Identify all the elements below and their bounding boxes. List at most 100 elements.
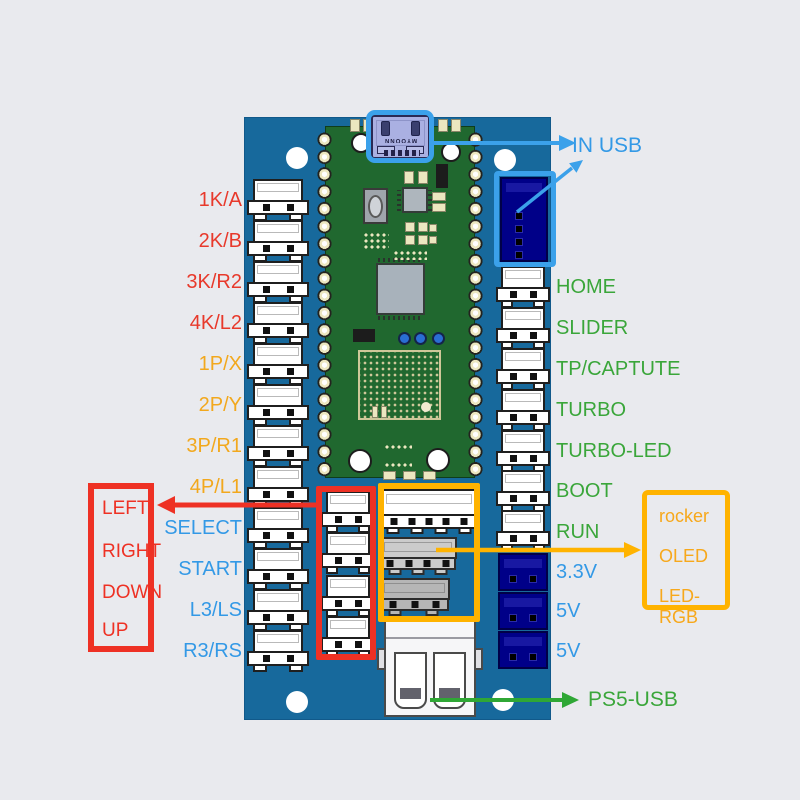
connector-5v-2	[498, 631, 548, 669]
highlight-box-in-usb	[366, 110, 434, 163]
smd-component	[429, 224, 437, 232]
label-in-usb: IN USB	[572, 134, 643, 157]
label-turbo-led: TURBO-LED	[556, 440, 672, 462]
smd-component	[418, 171, 428, 184]
peripherals-legend: rocker OLED LED-RGB	[642, 490, 730, 627]
label-run: RUN	[556, 521, 600, 543]
castellated-pads-left	[316, 131, 333, 478]
smd-component	[353, 329, 375, 342]
label-1p-x: 1P/X	[198, 353, 242, 375]
connector-2p-y	[247, 384, 309, 426]
connector-start	[247, 548, 309, 590]
smd-component	[405, 222, 415, 232]
label-2k-b: 2K/B	[198, 230, 242, 252]
label-4p-l1: 4P/L1	[189, 476, 242, 498]
highlight-box-directions	[316, 486, 376, 660]
connector-tp-capture	[496, 348, 550, 390]
peripheral-label-rocker: rocker	[659, 506, 710, 526]
label-home: HOME	[556, 276, 616, 298]
chip-pins	[378, 316, 423, 320]
label-ps5-usb: PS5-USB	[588, 688, 678, 711]
direction-label-left: LEFT	[102, 498, 149, 519]
test-pads	[363, 232, 389, 250]
label-turbo: TURBO	[556, 399, 626, 421]
label-start: START	[178, 558, 242, 580]
connector-2k-b	[247, 220, 309, 262]
mounting-hole	[494, 149, 516, 171]
via-pad	[414, 332, 427, 345]
connector-4p-l1	[247, 466, 309, 508]
label-5v-2: 5V	[556, 640, 581, 662]
pico-mounting-hole	[441, 142, 461, 162]
label-slider: SLIDER	[556, 317, 629, 339]
connector-1k-a	[247, 179, 309, 221]
label-3k-r2: 3K/R2	[186, 271, 242, 293]
via-pad	[398, 332, 411, 345]
label-l3-ls: L3/LS	[189, 599, 242, 621]
usb-a-port	[377, 620, 483, 717]
label-r3-rs: R3/RS	[183, 640, 242, 662]
smd-component	[429, 236, 437, 244]
chip-pins	[397, 190, 401, 211]
connector-direction-left	[321, 491, 375, 533]
chip-pins	[378, 258, 423, 262]
label-1k-a: 1K/A	[198, 189, 242, 211]
pico-mounting-hole	[426, 448, 450, 472]
smd-component	[436, 164, 448, 188]
connector-rocker	[381, 489, 477, 534]
peripheral-label-led-rgb: LED-RGB	[659, 586, 701, 627]
connector-r3-rs	[247, 630, 309, 672]
edge-pad	[451, 119, 461, 132]
pico-mounting-hole	[348, 449, 372, 473]
test-pads	[384, 462, 412, 468]
edge-pad	[438, 119, 448, 132]
label-3p-r1: 3P/R1	[186, 435, 242, 457]
smd-component	[418, 222, 428, 232]
directions-legend: LEFT RIGHT DOWN UP	[88, 483, 162, 652]
connector-direction-right	[321, 532, 375, 574]
edge-pad	[383, 471, 396, 480]
label-tp-capture: TP/CAPTUTE	[556, 358, 681, 380]
edge-pad	[403, 471, 416, 480]
label-4k-l2: 4K/L2	[189, 312, 242, 334]
smd-component	[372, 406, 378, 418]
smd-component	[418, 235, 428, 245]
peripheral-label-oled: OLED	[659, 546, 709, 566]
edge-pad	[350, 119, 360, 132]
connector-3v3	[498, 553, 548, 591]
bootsel-button	[363, 188, 388, 224]
connector-boot	[496, 470, 550, 512]
flash-chip	[402, 187, 428, 213]
connector-slider	[496, 307, 550, 349]
chip-pins	[428, 190, 432, 211]
label-boot: BOOT	[556, 480, 613, 502]
connector-4k-l2	[247, 302, 309, 344]
smd-component	[432, 203, 446, 212]
direction-label-right: RIGHT	[102, 541, 162, 562]
mounting-hole	[492, 689, 514, 711]
connector-turbo-led	[496, 430, 550, 472]
edge-pad	[423, 471, 436, 480]
silkscreen-pattern	[358, 350, 441, 420]
connector-5v-1	[498, 592, 548, 630]
via-pad	[432, 332, 445, 345]
connector-direction-down	[321, 575, 375, 617]
highlight-box-peripherals	[378, 483, 480, 622]
smd-component	[432, 192, 446, 201]
label-3v3: 3.3V	[556, 561, 598, 583]
mounting-hole	[286, 691, 308, 713]
connector-3p-r1	[247, 425, 309, 467]
label-select: SELECT	[164, 517, 242, 539]
connector-3k-r2	[247, 261, 309, 303]
castellated-pads-right	[467, 131, 484, 478]
connector-l3-ls	[247, 589, 309, 631]
connector-1p-x	[247, 343, 309, 385]
mounting-hole	[286, 147, 308, 169]
connector-run	[496, 510, 550, 552]
rp2040-chip	[376, 263, 425, 315]
smd-component	[381, 406, 387, 418]
highlight-box-usb-header	[494, 171, 556, 267]
connector-select	[247, 507, 309, 549]
direction-label-down: DOWN	[102, 582, 163, 603]
